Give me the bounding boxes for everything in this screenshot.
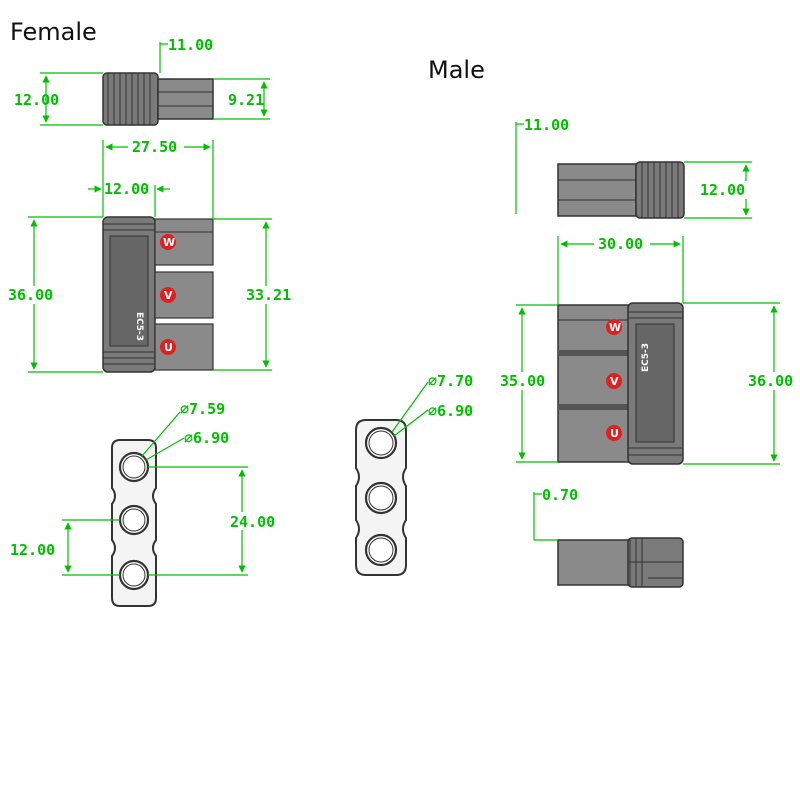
male-outer-diameter-label: ⌀7.70 xyxy=(428,372,473,390)
male-side-view xyxy=(557,302,684,465)
female-side-view xyxy=(102,216,214,373)
female-contact-2 xyxy=(118,504,150,536)
female-side-pin-v xyxy=(154,271,214,319)
male-contact-2 xyxy=(364,481,398,515)
male-contact-1 xyxy=(364,426,398,460)
male-top-depth-label: 11.00 xyxy=(524,116,569,134)
male-height-inner-label: 35.00 xyxy=(500,372,545,390)
male-phase-v-marker xyxy=(606,373,622,389)
male-phase-w-marker xyxy=(606,319,622,335)
female-phase-w-marker xyxy=(160,234,176,250)
male-title: Male xyxy=(428,56,485,84)
female-phase-w-label: W xyxy=(163,236,175,249)
female-height-pins-label: 33.21 xyxy=(246,286,291,304)
male-model-label: EC5-3 xyxy=(641,343,651,372)
female-top-width-left-label: 12.00 xyxy=(14,91,59,109)
female-length-total-label: 27.50 xyxy=(132,138,177,156)
male-top-width-label: 12.00 xyxy=(700,181,745,199)
male-top-view xyxy=(557,161,685,219)
female-title: Female xyxy=(10,18,97,46)
female-top-width-right-label: 9.21 xyxy=(228,91,264,109)
male-phase-w-label: W xyxy=(609,321,621,334)
male-height-total-label: 36.00 xyxy=(748,372,793,390)
female-height-total-label: 36.00 xyxy=(8,286,53,304)
female-model-label: EC5-3 xyxy=(134,312,144,341)
female-pitch-total-label: 24.00 xyxy=(230,513,275,531)
male-bottom-view xyxy=(557,537,684,588)
female-outer-diameter-label: ⌀7.59 xyxy=(180,400,225,418)
male-offset-label: 0.70 xyxy=(542,486,578,504)
female-contact-3 xyxy=(118,559,150,591)
female-phase-v-label: V xyxy=(164,289,173,302)
female-front-view xyxy=(111,439,157,607)
male-bottom-pins xyxy=(557,539,631,586)
female-top-pins xyxy=(157,78,214,120)
female-top-view xyxy=(102,72,214,126)
male-contact-3 xyxy=(364,533,398,567)
female-contact-1 xyxy=(118,451,150,483)
male-phase-u-label: U xyxy=(610,427,619,440)
female-phase-u-label: U xyxy=(164,341,173,354)
male-length-total-label: 30.00 xyxy=(598,235,643,253)
female-length-housing-label: 12.00 xyxy=(104,180,149,198)
male-inner-diameter-label: ⌀6.90 xyxy=(428,402,473,420)
male-phase-v-label: V xyxy=(610,375,619,388)
female-phase-u-marker xyxy=(160,339,176,355)
female-phase-v-marker xyxy=(160,287,176,303)
male-top-pins xyxy=(557,163,637,217)
male-phase-u-marker xyxy=(606,425,622,441)
male-front-view xyxy=(355,419,407,576)
female-inner-diameter-label: ⌀6.90 xyxy=(184,429,229,447)
female-top-depth-label: 11.00 xyxy=(168,36,213,54)
female-pitch-label: 12.00 xyxy=(10,541,55,559)
male-side-pins xyxy=(557,304,637,463)
